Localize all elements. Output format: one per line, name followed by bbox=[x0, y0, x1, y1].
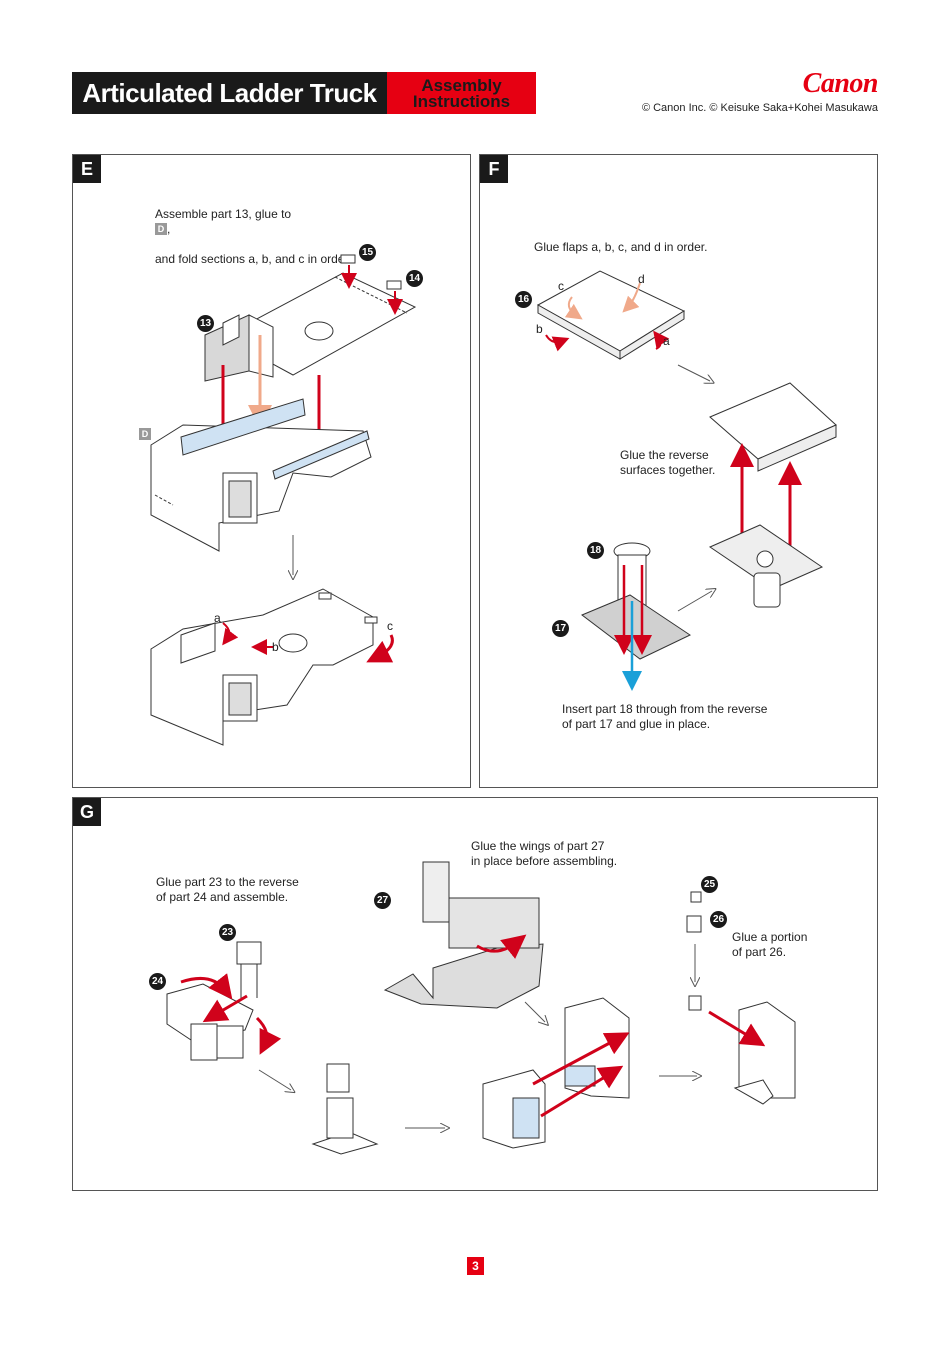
part-27-sheet bbox=[383, 861, 544, 1009]
panel-e-illustration bbox=[150, 254, 417, 746]
box-assembly bbox=[482, 997, 630, 1149]
plate-assembly bbox=[708, 524, 824, 608]
part-24-assembly bbox=[166, 941, 262, 1061]
truck-body-folded bbox=[150, 588, 378, 746]
panel-f-label: F bbox=[480, 155, 508, 183]
part-15-number: 15 bbox=[359, 244, 376, 261]
part-17-plate bbox=[581, 594, 692, 660]
panel-g: G Glue part 23 to the reverse of part 24… bbox=[72, 797, 878, 1191]
final-box bbox=[733, 1001, 796, 1105]
part-27-number: 27 bbox=[374, 892, 391, 909]
panel-f: F Glue flaps a, b, c, and d in order. Gl… bbox=[479, 154, 878, 788]
part-26-number: 26 bbox=[710, 911, 727, 928]
part-25-number: 25 bbox=[701, 876, 718, 893]
panel-g-label: G bbox=[73, 798, 101, 826]
panel-g-instruction-27: Glue the wings of part 27 in place befor… bbox=[471, 839, 618, 868]
part-24-number: 24 bbox=[149, 973, 166, 990]
badge-line-1: Assembly bbox=[421, 76, 502, 95]
flap-label-b: b bbox=[536, 322, 543, 336]
truck-body-d bbox=[150, 398, 372, 552]
part-13-piece bbox=[204, 314, 274, 382]
part-14-piece bbox=[386, 280, 402, 290]
document-title: Articulated Ladder Truck bbox=[72, 72, 387, 114]
parts-25-26 bbox=[686, 891, 702, 1011]
part-16-tray bbox=[536, 270, 686, 360]
panel-e: E Assemble part 13, glue to D, and fold … bbox=[72, 154, 471, 788]
part-13-number: 13 bbox=[197, 315, 214, 332]
part-16-number: 16 bbox=[515, 291, 532, 308]
finished-tray bbox=[709, 382, 837, 472]
fold-label-a: a bbox=[214, 611, 221, 625]
part-14-number: 14 bbox=[406, 270, 423, 287]
fold-label-c: c bbox=[387, 619, 393, 633]
panel-f-instruction-insert: Insert part 18 through from the reverse … bbox=[562, 702, 768, 731]
panel-g-instruction-26: Glue a portion of part 26. bbox=[732, 930, 808, 959]
copyright-notice: © Canon Inc. © Keisuke Saka+Kohei Masuka… bbox=[641, 102, 878, 114]
panel-f-instruction-flaps: Glue flaps a, b, c, and d in order. bbox=[534, 240, 708, 254]
instruction-text: Assemble part 13, glue to bbox=[155, 207, 292, 221]
instruction-text-comma: , bbox=[167, 222, 171, 236]
part-15-piece bbox=[340, 254, 356, 264]
panel-g-illustration bbox=[166, 861, 796, 1155]
panel-g-instruction-23: Glue part 23 to the reverse of part 24 a… bbox=[156, 875, 299, 904]
panel-e-label: E bbox=[73, 155, 101, 183]
flap-label-d: d bbox=[638, 272, 645, 286]
small-assembly bbox=[311, 1063, 379, 1155]
part-23-number: 23 bbox=[219, 924, 236, 941]
panel-f-instruction-reverse: Glue the reverse surfaces together. bbox=[620, 448, 716, 477]
part-18-number: 18 bbox=[587, 542, 604, 559]
part-d-tag: D bbox=[155, 223, 167, 235]
panel-f-illustration bbox=[536, 270, 837, 691]
part-17-number: 17 bbox=[552, 620, 569, 637]
area-d-tag: D bbox=[139, 428, 151, 440]
canon-logo: Canon bbox=[802, 68, 879, 99]
fold-label-b: b bbox=[272, 640, 279, 654]
assembly-instructions-badge: Assembly Instructions bbox=[387, 72, 536, 114]
flap-label-c: c bbox=[558, 279, 564, 293]
page-number: 3 bbox=[467, 1257, 484, 1275]
flap-label-a: a bbox=[663, 334, 670, 348]
badge-line-2: Instructions bbox=[412, 92, 511, 111]
